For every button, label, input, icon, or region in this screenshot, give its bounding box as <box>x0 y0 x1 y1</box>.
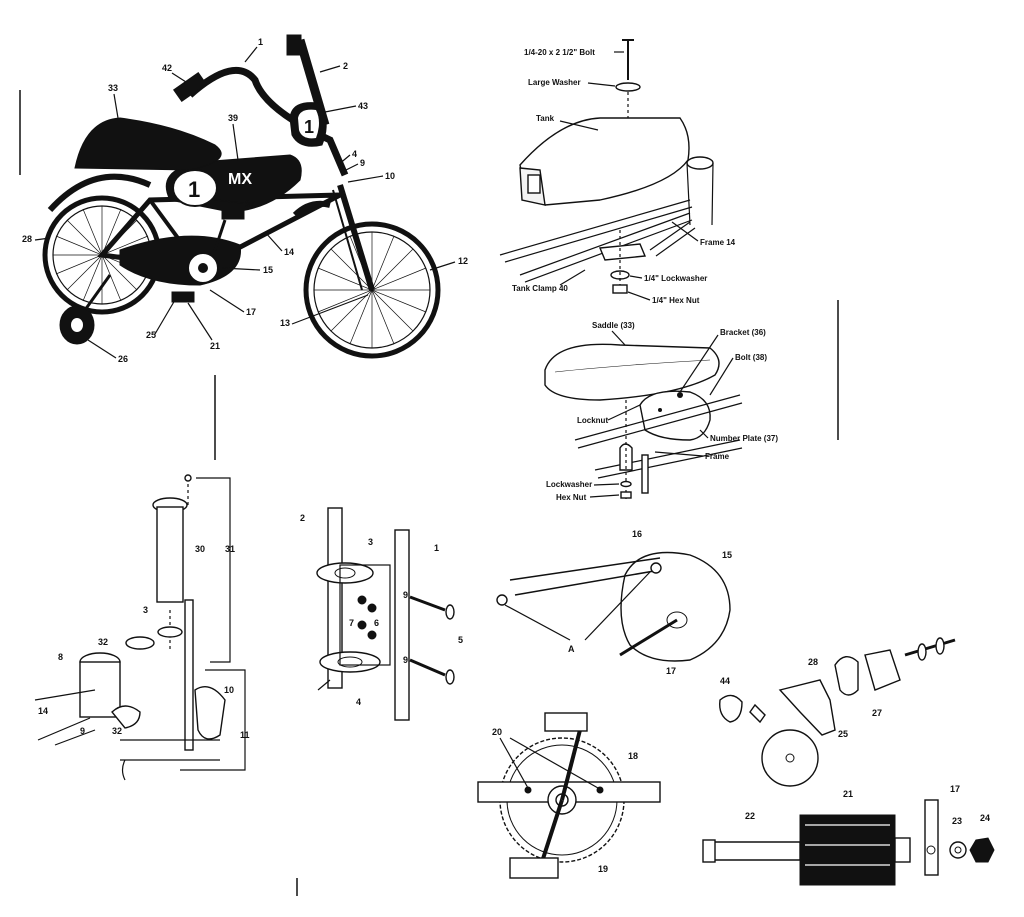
label-hex-nut: 1/4" Hex Nut <box>652 296 700 305</box>
fork-callout-1: 1 <box>434 543 439 553</box>
bicycle-assembly: MX 1 1 1 2 42 33 39 43 4 <box>22 34 468 364</box>
seatpost-callout-32a: 32 <box>98 637 108 647</box>
callout-33: 33 <box>108 83 118 93</box>
pedal-callout-21: 21 <box>843 789 853 799</box>
crank-callout-18: 18 <box>628 751 638 761</box>
seatpost-callout-10: 10 <box>224 685 234 695</box>
training-callout-44: 44 <box>720 676 730 686</box>
seatpost-callout-9: 9 <box>80 726 85 736</box>
pedal-assembly-panel: 22 21 17 23 24 <box>702 784 995 886</box>
label-bracket: Bracket (36) <box>720 328 766 337</box>
label-tank: Tank <box>536 114 555 123</box>
seatpost-callout-14: 14 <box>38 706 48 716</box>
callout-26: 26 <box>118 354 128 364</box>
callout-4: 4 <box>352 149 357 159</box>
callout-9: 9 <box>360 158 365 168</box>
decal-mx: MX <box>228 171 252 188</box>
label-saddle-hex-nut: Hex Nut <box>556 493 587 502</box>
training-callout-27: 27 <box>872 708 882 718</box>
label-bolt: 1/4-20 x 2 1/2" Bolt <box>524 48 595 57</box>
callout-14: 14 <box>284 247 294 257</box>
seatpost-callout-32b: 32 <box>112 726 122 736</box>
chainguard-callout-16: 16 <box>632 529 642 539</box>
seatpost-callout-8: 8 <box>58 652 63 662</box>
callout-2: 2 <box>343 61 348 71</box>
callout-37: 37 <box>245 199 255 209</box>
callout-21: 21 <box>210 341 220 351</box>
label-tank-clamp: Tank Clamp 40 <box>512 284 568 293</box>
callout-42: 42 <box>162 63 172 73</box>
callout-25: 25 <box>146 330 156 340</box>
callout-43: 43 <box>358 101 368 111</box>
fork-callout-5: 5 <box>458 635 463 645</box>
seatpost-callout-31: 31 <box>225 544 235 554</box>
chainguard-callout-A: A <box>568 644 575 654</box>
tank-assembly-panel: 1/4-20 x 2 1/2" Bolt Large Washer Tank F… <box>499 39 736 305</box>
label-saddle-lockwasher: Lockwasher <box>546 480 592 489</box>
label-number-plate: Number Plate (37) <box>710 434 778 443</box>
callout-39: 39 <box>228 113 238 123</box>
pedal-callout-23: 23 <box>952 816 962 826</box>
label-lockwasher: 1/4" Lockwasher <box>644 274 707 283</box>
svg-text:1: 1 <box>304 117 314 137</box>
label-bolt-38: Bolt (38) <box>735 353 767 362</box>
label-locknut: Locknut <box>577 416 608 425</box>
label-frame: Frame <box>705 452 730 461</box>
fork-callout-3: 3 <box>368 537 373 547</box>
callout-13: 13 <box>280 318 290 328</box>
seatpost-callout-3: 3 <box>143 605 148 615</box>
callout-28: 28 <box>22 234 32 244</box>
chainguard-callout-17: 17 <box>666 666 676 676</box>
fork-callout-6: 6 <box>374 618 379 628</box>
chainguard-assembly-panel: 16 15 A 17 <box>496 529 732 676</box>
crank-assembly-panel: 20 18 19 <box>477 712 661 879</box>
chainguard-callout-15: 15 <box>722 550 732 560</box>
decal-number: 1 <box>188 177 200 202</box>
training-callout-25: 25 <box>838 729 848 739</box>
fork-callout-9a: 9 <box>403 590 408 600</box>
fork-callout-2: 2 <box>300 513 305 523</box>
label-saddle: Saddle (33) <box>592 321 635 330</box>
fork-assembly-panel: 2 3 1 7 6 9 5 9 4 <box>300 507 463 721</box>
pedal-callout-22: 22 <box>745 811 755 821</box>
callout-12: 12 <box>458 256 468 266</box>
callout-10: 10 <box>385 171 395 181</box>
crank-callout-19: 19 <box>598 864 608 874</box>
callout-1: 1 <box>258 37 263 47</box>
label-frame-14: Frame 14 <box>700 238 736 247</box>
training-wheel-assembly-panel: 44 28 27 25 <box>719 637 956 787</box>
fork-callout-9b: 9 <box>403 655 408 665</box>
pedal-callout-24: 24 <box>980 813 990 823</box>
fork-callout-4: 4 <box>356 697 361 707</box>
label-large-washer: Large Washer <box>528 78 581 87</box>
fork-callout-7: 7 <box>349 618 354 628</box>
seatpost-callout-30: 30 <box>195 544 205 554</box>
seatpost-callout-11: 11 <box>240 730 250 740</box>
callout-15: 15 <box>263 265 273 275</box>
crank-callout-20: 20 <box>492 727 502 737</box>
seatpost-assembly-panel: 30 31 3 32 8 14 9 32 10 11 <box>34 474 250 781</box>
callout-17: 17 <box>246 307 256 317</box>
training-callout-28: 28 <box>808 657 818 667</box>
saddle-assembly-panel: Saddle (33) Bracket (36) Bolt (38) Lockn… <box>544 321 778 502</box>
pedal-callout-17: 17 <box>950 784 960 794</box>
